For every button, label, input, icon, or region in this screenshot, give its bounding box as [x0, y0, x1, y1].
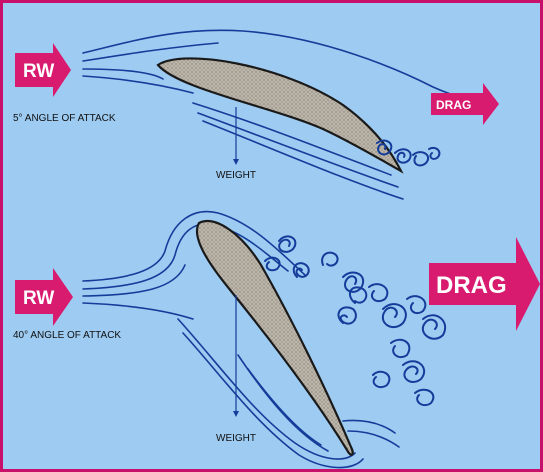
- weight-label-top: WEIGHT: [216, 170, 256, 181]
- airfoil-top: [158, 58, 401, 171]
- relative-wind-arrow-bottom: RW: [15, 268, 73, 326]
- airfoil-bottom: [197, 221, 353, 455]
- angle-label-top: 5° ANGLE OF ATTACK: [13, 113, 116, 124]
- drag-label-top: DRAG: [436, 98, 471, 112]
- diagram-canvas: RW DRAG WEIG: [3, 3, 540, 469]
- weight-label-bottom: WEIGHT: [216, 433, 256, 444]
- rw-label-bottom: RW: [23, 288, 54, 309]
- relative-wind-arrow-top: RW: [15, 43, 71, 97]
- panel-low-angle: RW DRAG WEIG: [13, 30, 499, 199]
- drag-arrow-bottom: DRAG: [429, 237, 540, 331]
- rw-label-top: RW: [23, 61, 54, 82]
- angle-label-bottom: 40° ANGLE OF ATTACK: [13, 330, 121, 341]
- drag-arrow-top: DRAG: [431, 83, 499, 125]
- panel-high-angle: RW: [13, 212, 540, 468]
- drag-label-bottom: DRAG: [436, 272, 507, 299]
